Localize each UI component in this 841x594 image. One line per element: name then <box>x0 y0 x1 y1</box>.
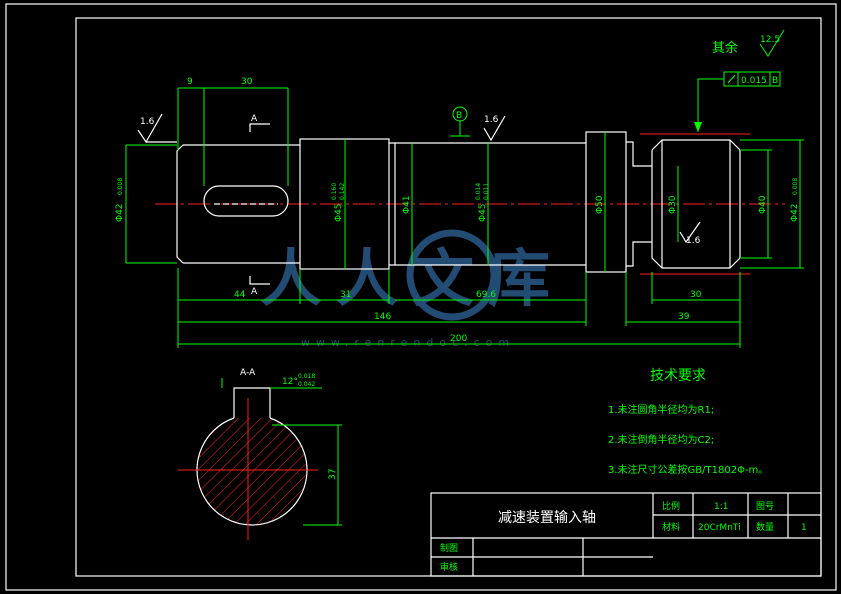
svg-text:Φ30: Φ30 <box>668 195 678 214</box>
watermark-text: 人人文库 <box>260 242 564 315</box>
svg-text:12.5: 12.5 <box>760 35 780 45</box>
svg-text:200: 200 <box>450 334 467 344</box>
notes-title: 技术要求 <box>650 368 706 384</box>
watermark: 人人文库 www.renrendoc.com <box>260 229 564 349</box>
svg-text:12°: 12° <box>282 377 298 387</box>
svg-text:0.008: 0.008 <box>117 178 124 195</box>
svg-text:0.018: 0.018 <box>298 373 315 380</box>
svg-text:Φ45: Φ45 <box>334 203 344 222</box>
datum-b: B <box>450 106 470 137</box>
section-view: A-A 12° 0.018 0.042 37 <box>178 368 342 540</box>
section-hatch <box>196 418 307 525</box>
svg-text:44: 44 <box>234 290 246 300</box>
svg-text:B: B <box>772 76 778 86</box>
part-name: 减速装置输入轴 <box>498 510 596 526</box>
section-title: A-A <box>240 368 256 378</box>
svg-text:Φ45: Φ45 <box>478 203 488 222</box>
note-2: 2.未注倒角半径均为C2; <box>608 433 714 446</box>
svg-text:146: 146 <box>374 312 391 322</box>
roughness-symbol-left: 1.6 <box>137 113 177 144</box>
svg-text:37: 37 <box>328 469 338 480</box>
svg-text:图号: 图号 <box>756 501 774 512</box>
svg-text:20CrMnTi: 20CrMnTi <box>698 523 741 533</box>
svg-text:0.011: 0.011 <box>483 183 490 200</box>
surface-finish-rest: 其余 12.5 <box>712 29 785 57</box>
svg-text:审核: 审核 <box>440 561 458 573</box>
title-block: 减速装置输入轴 比例 1:1 图号 材料 20CrMnTi 数量 1 制图 审核 <box>430 492 822 577</box>
dimensions: 9 30 44 31 69.6 146 200 30 39 Φ42 0.008 … <box>115 77 804 348</box>
svg-text:1.6: 1.6 <box>140 117 155 127</box>
note-1: 1.未注圆角半径均为R1; <box>608 403 714 416</box>
svg-text:69.6: 69.6 <box>476 290 496 300</box>
svg-text:Φ42: Φ42 <box>115 203 125 222</box>
svg-text:39: 39 <box>678 312 690 322</box>
geometric-tolerance: 0.015 B <box>694 71 781 132</box>
svg-text:1:1: 1:1 <box>714 502 728 512</box>
watermark-url: www.renrendoc.com <box>301 336 515 349</box>
svg-text:Φ41: Φ41 <box>402 195 412 214</box>
svg-text:30: 30 <box>241 77 253 87</box>
svg-text:1: 1 <box>801 523 807 533</box>
section-label-top: A <box>251 114 258 124</box>
svg-text:Φ40: Φ40 <box>758 195 768 214</box>
svg-text:0.014: 0.014 <box>475 183 482 200</box>
note-3: 3.未注尺寸公差按GB/T1802Φ-m。 <box>608 463 768 476</box>
svg-text:Φ42: Φ42 <box>790 203 800 222</box>
svg-text:数量: 数量 <box>756 521 774 533</box>
svg-text:0.015: 0.015 <box>741 76 767 86</box>
section-label-bottom: A <box>251 287 258 297</box>
svg-text:比例: 比例 <box>662 500 680 512</box>
svg-text:Φ50: Φ50 <box>595 195 605 214</box>
technical-notes: 技术要求 1.未注圆角半径均为R1; 2.未注倒角半径均为C2; 3.未注尺寸公… <box>608 368 768 476</box>
svg-text:0.008: 0.008 <box>792 178 799 195</box>
outer-frame <box>5 3 837 591</box>
svg-text:9: 9 <box>187 77 193 87</box>
roughness-symbol-groove: 1.6 <box>679 221 701 246</box>
svg-text:31: 31 <box>340 290 351 300</box>
svg-text:0.042: 0.042 <box>298 381 315 388</box>
svg-text:0.142: 0.142 <box>339 183 346 200</box>
roughness-symbol-mid: 1.6 <box>483 115 506 142</box>
svg-text:B: B <box>456 111 462 121</box>
svg-text:0.160: 0.160 <box>331 183 338 200</box>
section-marks: A A <box>249 114 270 297</box>
svg-text:其余: 其余 <box>712 40 738 56</box>
svg-text:制图: 制图 <box>440 542 458 554</box>
svg-text:材料: 材料 <box>662 521 680 533</box>
svg-text:30: 30 <box>690 290 702 300</box>
svg-text:1.6: 1.6 <box>484 115 499 125</box>
svg-text:1.6: 1.6 <box>686 236 701 246</box>
